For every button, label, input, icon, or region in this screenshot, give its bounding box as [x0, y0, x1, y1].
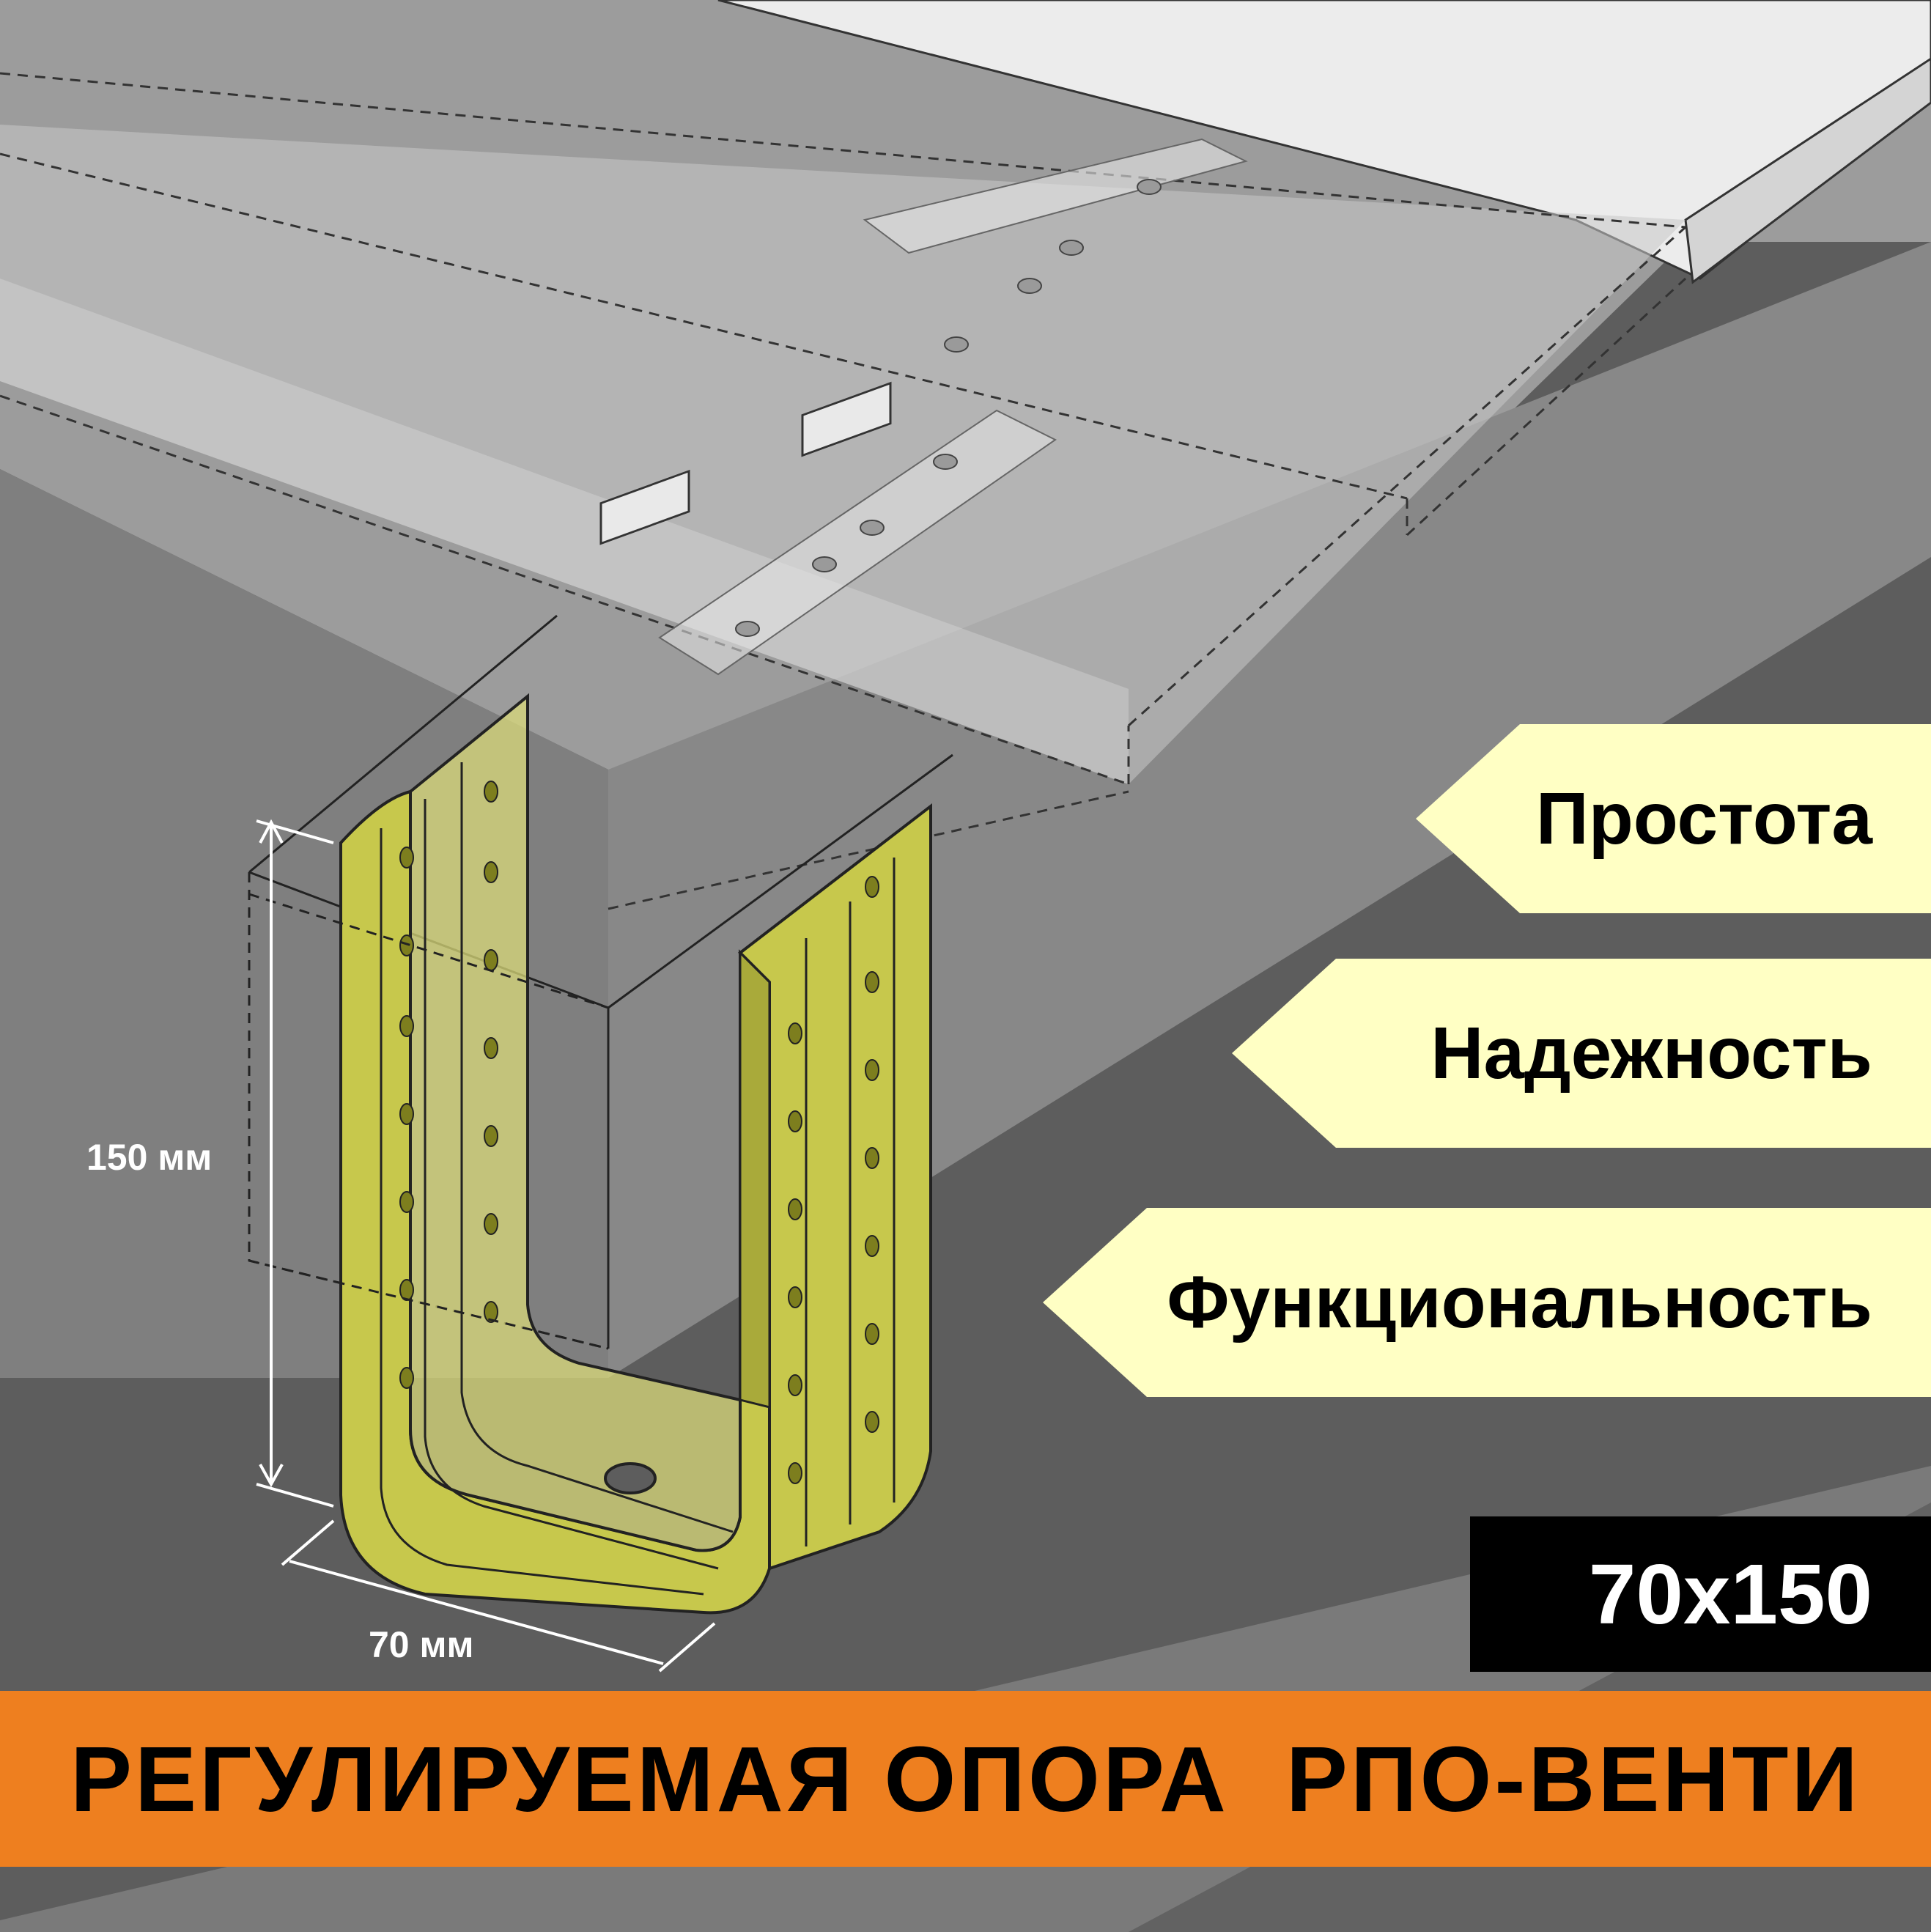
feature-badge-functionality: Функциональность	[1043, 1208, 1931, 1397]
anchor-hole	[604, 1462, 657, 1494]
dimension-lines	[256, 819, 716, 1673]
product-title: РЕГУЛИРУЕМАЯ ОПОРА РПО-ВЕНТИ	[0, 1691, 1931, 1867]
phantom-joist-side	[0, 279, 1129, 784]
bracket-perforations	[399, 781, 879, 1484]
phantom-joist	[0, 125, 1686, 784]
strip-holes	[735, 179, 1162, 637]
phantom-outline	[0, 72, 1687, 910]
height-dimension-label: 150 мм	[86, 1137, 213, 1178]
beam-side-face	[608, 242, 1931, 1378]
perforated-strip-near	[599, 381, 1057, 676]
deck-board-edge	[1684, 57, 1931, 284]
perforated-strip-far	[863, 138, 1248, 254]
u-bracket	[339, 693, 932, 1615]
beam-phantom-edges	[248, 893, 609, 1350]
feature-badge-simplicity: Простота	[1416, 724, 1931, 913]
feature-badge-reliability: Надежность	[1232, 959, 1931, 1148]
width-dimension-label: 70 мм	[369, 1624, 474, 1665]
size-badge: 70х150	[1470, 1516, 1931, 1672]
